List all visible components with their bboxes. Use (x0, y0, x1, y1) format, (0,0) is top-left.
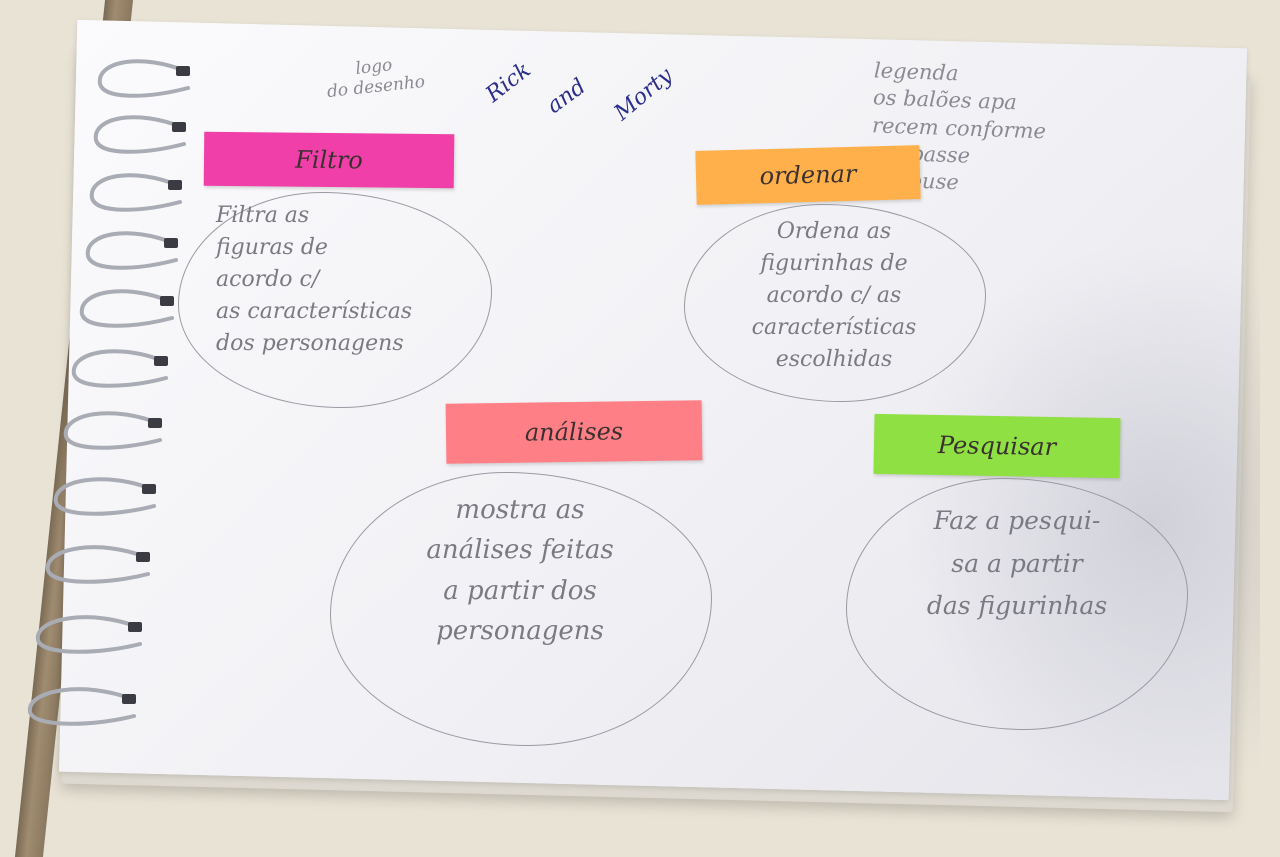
bubble-pesquisar-text: Faz a pesqui- sa a partir das figurinhas (926, 506, 1108, 620)
bubble-analises-text: mostra as análises feitas a partir dos p… (426, 495, 614, 646)
bubble-filtro (178, 192, 492, 408)
sticky-analises: análises (445, 400, 703, 464)
bubble-ordenar-text: Ordena as figurinhas de acordo c/ as car… (751, 219, 917, 372)
sticky-pesquisar: Pesquisar (873, 413, 1121, 479)
spiral-binding (27, 59, 190, 726)
bubble-filtro-text: Filtra as figuras de acordo c/ as caract… (216, 203, 413, 356)
bubble-pesquisar (846, 478, 1188, 730)
sticky-ordenar: ordenar (695, 145, 921, 205)
sticky-filtro: Filtro (203, 131, 455, 189)
bubble-ordenar (684, 204, 986, 402)
